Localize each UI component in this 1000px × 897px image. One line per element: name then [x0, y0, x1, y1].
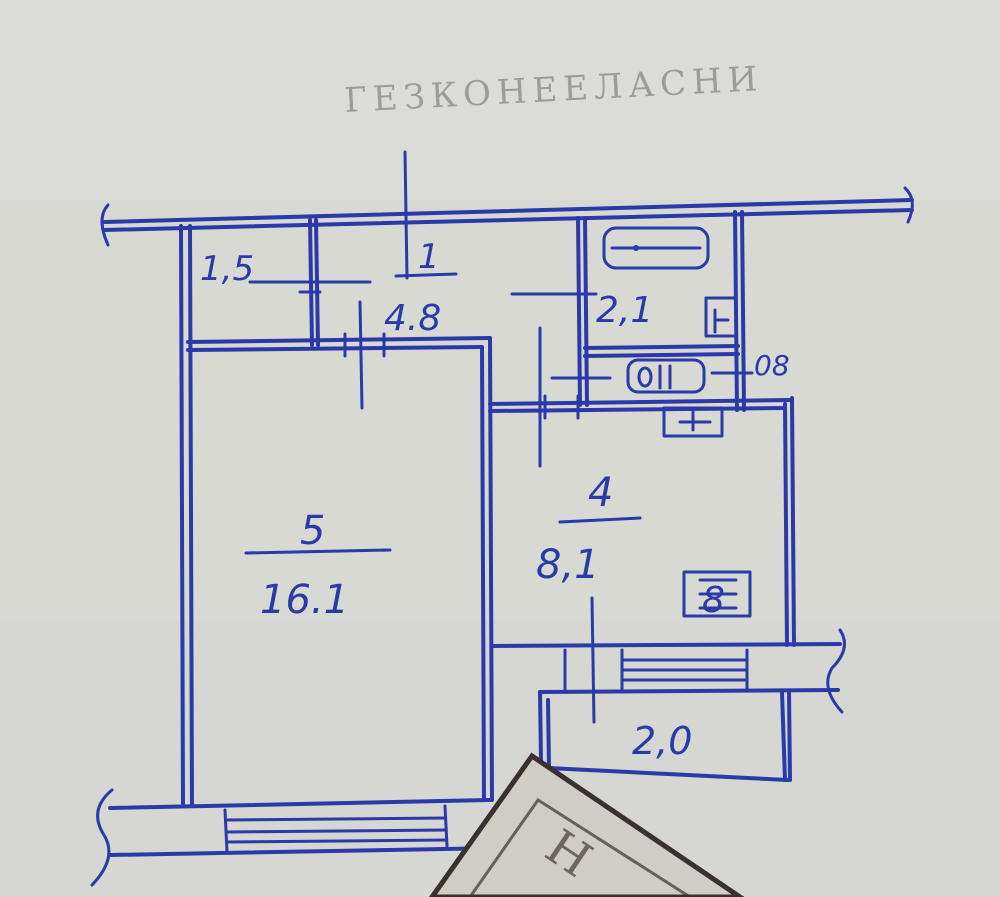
room5-top-wall: [186, 332, 492, 358]
bathtub: [602, 226, 710, 270]
drain-fixture: [662, 406, 724, 438]
toilet-area-label: 08: [754, 349, 790, 382]
room5-area: 16.1: [260, 577, 349, 623]
room1-number: 1: [418, 237, 440, 277]
fraction-bars: [244, 272, 642, 555]
stove-symbol: [682, 570, 752, 618]
stamp: Н: [428, 752, 745, 897]
bathroom-area-label: 2,1: [596, 290, 653, 331]
room5-right-wall: [480, 336, 494, 802]
door-markers: [358, 150, 754, 724]
storage-area-label: 1,5: [200, 249, 254, 289]
room4-number: 4: [588, 470, 613, 516]
room1-area: 4.8: [384, 298, 441, 339]
room5-bottom-wall: [90, 788, 502, 887]
balcony-area-label: 2,0: [632, 719, 692, 763]
toilet-fixture: [626, 358, 706, 394]
left-wall: [179, 224, 194, 807]
room4-area: 8,1: [536, 542, 600, 588]
storage-room-walls: [248, 218, 372, 347]
room5-number: 5: [300, 508, 325, 554]
washbasin: [704, 296, 738, 338]
stove-label: 8: [702, 580, 725, 621]
top-wall: [100, 186, 914, 247]
balcony-outline: [538, 690, 792, 782]
kitchen-right-wall: [783, 396, 796, 647]
